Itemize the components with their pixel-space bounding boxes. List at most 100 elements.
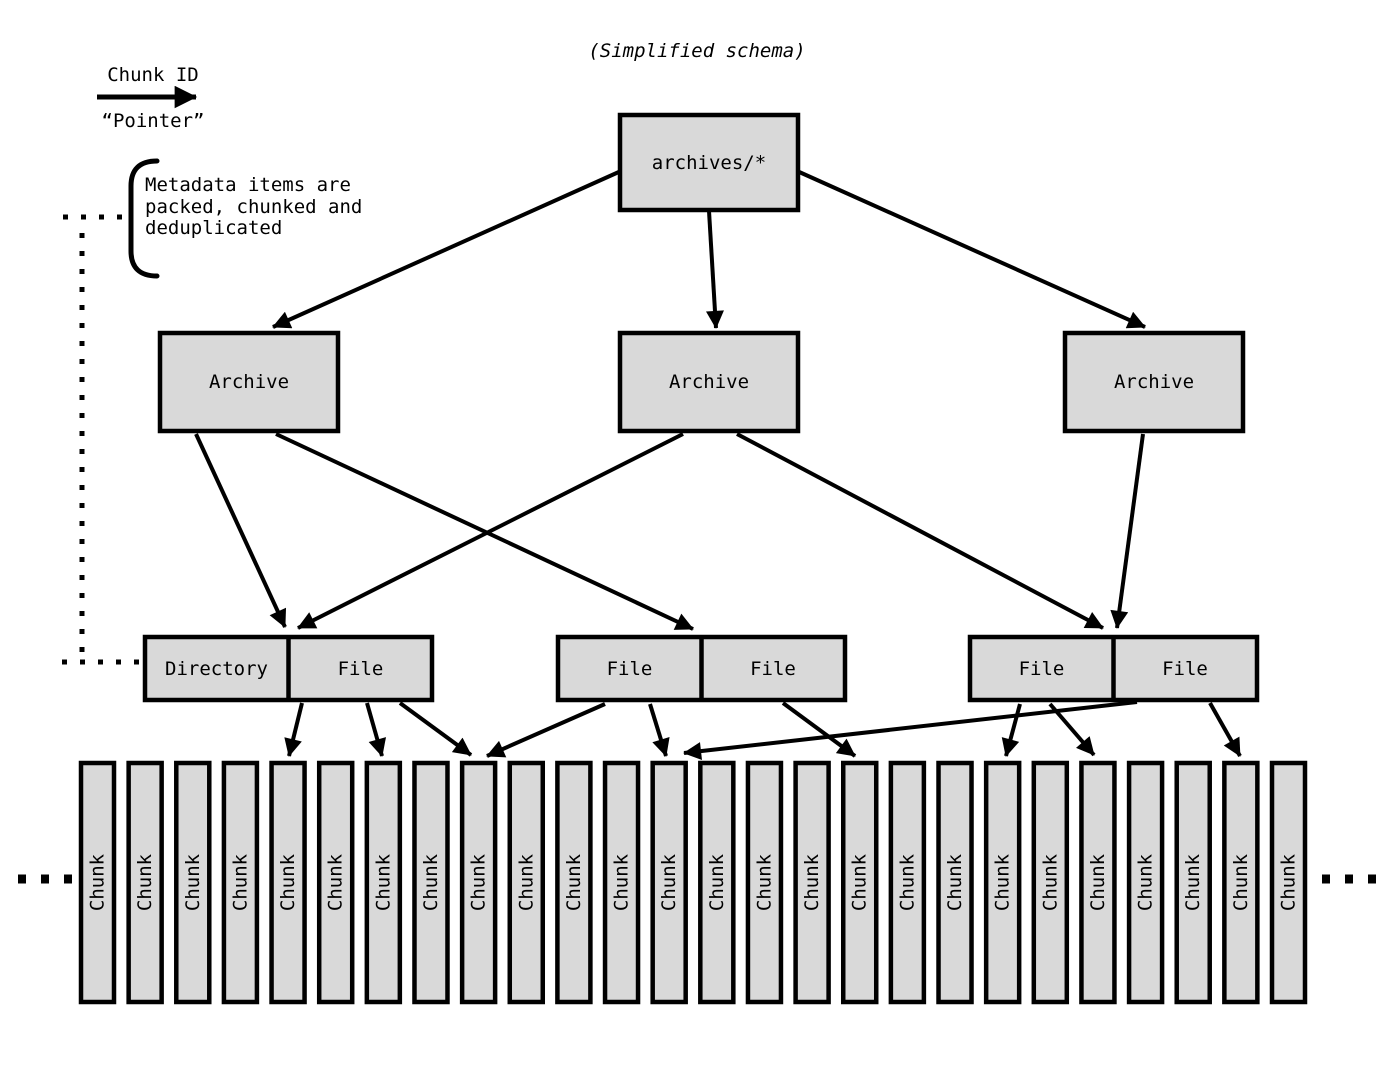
- edge-archives-root-archive-3: [796, 169, 1146, 329]
- edge-archive-1-pair-left: [194, 433, 287, 628]
- chunk-label: Chunk: [229, 853, 251, 911]
- chunk-19: Chunk: [936, 760, 974, 1005]
- node-archive-1: Archive: [157, 330, 341, 434]
- chunk-11: Chunk: [555, 760, 593, 1005]
- chunk-label: Chunk: [849, 853, 871, 911]
- chunk-10: Chunk: [507, 760, 546, 1005]
- chunk-5: Chunk: [269, 760, 307, 1005]
- edge-archive-2-pair-left: [297, 432, 684, 630]
- chunk-box: [602, 760, 641, 1005]
- node-pair-right: File File: [967, 634, 1260, 703]
- edge-file-1-chunk-9: [398, 701, 473, 757]
- edge-archive-2-pair-right: [736, 432, 1104, 630]
- chunk-box: [1174, 760, 1212, 1005]
- chunk-box: [412, 760, 450, 1005]
- chunk-box: [840, 760, 879, 1005]
- node-pair-left: Directory File: [142, 634, 435, 703]
- edge-archives-root-archive-2: [705, 210, 724, 329]
- legend-label-pointer: “Pointer”: [102, 110, 205, 132]
- annotation-line-2: packed, chunked and: [145, 196, 362, 218]
- chunk-label: Chunk: [277, 853, 299, 911]
- chunk-box: [793, 760, 831, 1005]
- chunk-13: Chunk: [650, 760, 688, 1005]
- edge-archive-1-pair-middle: [275, 432, 694, 631]
- chunk-label: Chunk: [134, 853, 156, 911]
- chunk-20: Chunk: [983, 760, 1022, 1005]
- chunk-label: Chunk: [944, 853, 966, 911]
- node-pair-middle: File File: [555, 634, 848, 703]
- archive-2-box: [617, 330, 801, 434]
- chunk-box: [888, 760, 927, 1005]
- chunk-label: Chunk: [325, 853, 347, 911]
- archives-root-box: [617, 112, 801, 213]
- annotation: Metadata items are packed, chunked and d…: [128, 158, 362, 279]
- chunk-box: [1222, 760, 1260, 1005]
- chunk-label: Chunk: [563, 853, 585, 911]
- node-archive-2: Archive: [617, 330, 801, 434]
- chunk-label: Chunk: [87, 853, 109, 911]
- chunk-22: Chunk: [1079, 760, 1117, 1005]
- chunk-box: [221, 760, 260, 1005]
- chunk-box: [507, 760, 546, 1005]
- chunk-12: Chunk: [602, 760, 641, 1005]
- edge-archive-3-pair-right: [1110, 433, 1145, 629]
- chunk-26: Chunk: [1269, 760, 1308, 1005]
- legend: Chunk ID “Pointer”: [97, 64, 204, 132]
- archive-1-box: [157, 330, 341, 434]
- chunk-label: Chunk: [992, 853, 1014, 911]
- chunk-box: [1269, 760, 1308, 1005]
- chunk-box: [126, 760, 164, 1005]
- archive-2-label: Archive: [669, 371, 749, 393]
- chunk-label: Chunk: [420, 853, 442, 911]
- chunk-16: Chunk: [793, 760, 831, 1005]
- edge-file-1-chunk-7: [365, 702, 387, 757]
- chunk-label: Chunk: [372, 853, 394, 911]
- edges: [194, 169, 1242, 761]
- chunk-label: Chunk: [896, 853, 918, 911]
- directory-1-label: Directory: [165, 658, 268, 680]
- chunk-box: [1031, 760, 1070, 1005]
- chunk-label: Chunk: [1278, 853, 1300, 911]
- chunk-label: Chunk: [1087, 853, 1109, 911]
- chunk-label: Chunk: [1135, 853, 1157, 911]
- edge-file-4-chunk-20: [1001, 703, 1022, 757]
- chunk-label: Chunk: [1230, 853, 1252, 911]
- annotation-line-3: deduplicated: [145, 217, 282, 239]
- chunk-label: Chunk: [468, 853, 490, 911]
- archives-root-label: archives/*: [652, 152, 766, 174]
- annotation-bracket-icon: [128, 158, 160, 279]
- edge-archives-root-archive-1: [272, 169, 622, 329]
- chunk-18: Chunk: [888, 760, 927, 1005]
- file-1-label: File: [338, 658, 384, 680]
- chunk-box: [364, 760, 403, 1005]
- chunk-6: Chunk: [316, 760, 355, 1005]
- edge-file-1-chunk-5: [284, 702, 304, 757]
- chunk-label: Chunk: [182, 853, 204, 911]
- chunk-box: [316, 760, 355, 1005]
- chunk-box: [936, 760, 974, 1005]
- chunk-box: [1126, 760, 1165, 1005]
- archive-3-label: Archive: [1114, 371, 1194, 393]
- chunk-24: Chunk: [1174, 760, 1212, 1005]
- file-2-label: File: [607, 658, 653, 680]
- chunk-label: Chunk: [753, 853, 775, 911]
- chunk-box: [269, 760, 307, 1005]
- chunk-17: Chunk: [840, 760, 879, 1005]
- chunk-21: Chunk: [1031, 760, 1070, 1005]
- chunk-25: Chunk: [1222, 760, 1260, 1005]
- chunk-7: Chunk: [364, 760, 403, 1005]
- file-5-label: File: [1162, 658, 1208, 680]
- archive-3-box: [1062, 330, 1246, 434]
- chunk-box: [1079, 760, 1117, 1005]
- chunk-label: Chunk: [801, 853, 823, 911]
- node-archives-root: archives/*: [617, 112, 801, 213]
- chunk-box: [650, 760, 688, 1005]
- node-archive-3: Archive: [1062, 330, 1246, 434]
- chunk-label: Chunk: [1182, 853, 1204, 911]
- chunk-9: Chunk: [459, 760, 498, 1005]
- chunk-3: Chunk: [174, 760, 212, 1005]
- edge-file-2-chunk-13: [648, 703, 670, 757]
